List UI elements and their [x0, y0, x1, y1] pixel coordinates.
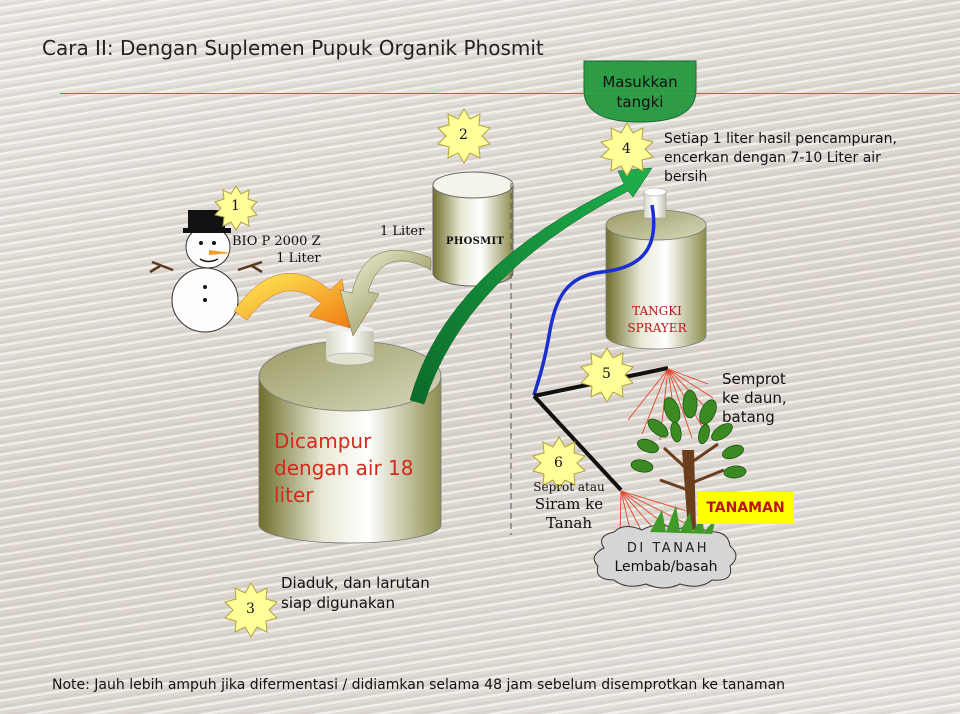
- step-badge-1: [214, 185, 258, 231]
- step-number-2: 2: [459, 127, 468, 143]
- tanaman-label: TANAMAN: [706, 500, 785, 516]
- arrow-phosmit-to-drum: [339, 250, 432, 337]
- tangki-line-1: TANGKI: [632, 304, 682, 318]
- tangki-sprayer-label: TANGKI SPRAYER: [612, 303, 702, 337]
- footer-note: Note: Jauh lebih ampuh jika difermentasi…: [52, 677, 786, 693]
- page-title: Cara II: Dengan Suplemen Pupuk Organik P…: [42, 36, 544, 60]
- sprayer-tank: [605, 187, 707, 350]
- masukkan-shield: [583, 60, 697, 123]
- arrow-drum-to-tank: [409, 167, 653, 405]
- title-rule: [60, 93, 960, 94]
- step4-dilution-note: Setiap 1 liter hasil pencampuran, encerk…: [664, 131, 897, 185]
- step-number-1: 1: [231, 198, 240, 214]
- step-badge-4: [599, 122, 655, 177]
- soil-cloud: [593, 524, 737, 589]
- mixing-drum: [258, 325, 442, 544]
- masukkan-tangki-label: Masukkan tangki: [584, 72, 696, 112]
- di-tanah-label: DI TANAH: [626, 541, 710, 556]
- tanaman-badge: TANAMAN: [697, 492, 794, 524]
- phosmit-label: PHOSMIT: [446, 236, 505, 247]
- step-number-6: 6: [554, 455, 563, 471]
- step-number-5: 5: [602, 366, 611, 382]
- phosmit-volume-label: 1 Liter: [380, 224, 425, 239]
- step-number-4: 4: [622, 141, 631, 157]
- bio-p-label: BIO P 2000 Z 1 Liter: [232, 233, 321, 267]
- seprot-line-3: Tanah: [545, 514, 593, 532]
- seprot-line-1: Seprot atau: [533, 480, 605, 494]
- seprot-tanah-label: Seprot atau Siram ke Tanah: [519, 480, 619, 533]
- step-badge-6: [531, 436, 587, 491]
- step-badge-3: [224, 582, 278, 638]
- lembab-label: Lembab/basah: [614, 559, 718, 575]
- arrow-bio-to-drum: [233, 272, 351, 329]
- masukkan-line-1: Masukkan: [602, 73, 678, 91]
- bio-p-volume: 1 Liter: [276, 251, 321, 266]
- step-badge-2: [437, 108, 491, 164]
- tangki-line-2: SPRAYER: [627, 321, 687, 335]
- step-number-3: 3: [246, 601, 255, 617]
- semprot-daun-label: Semprot ke daun, batang: [722, 370, 787, 426]
- bio-p-name: BIO P 2000 Z: [232, 234, 321, 249]
- seprot-line-2: Siram ke: [534, 495, 604, 513]
- sprayer-hose: [532, 204, 656, 396]
- diaduk-label: Diaduk, dan larutan siap digunakan: [281, 574, 430, 612]
- plant-illustration: [630, 389, 747, 534]
- dicampur-label: Dicampur dengan air 18 liter: [274, 429, 414, 507]
- step-badge-5: [580, 347, 634, 403]
- masukkan-line-2: tangki: [616, 93, 664, 111]
